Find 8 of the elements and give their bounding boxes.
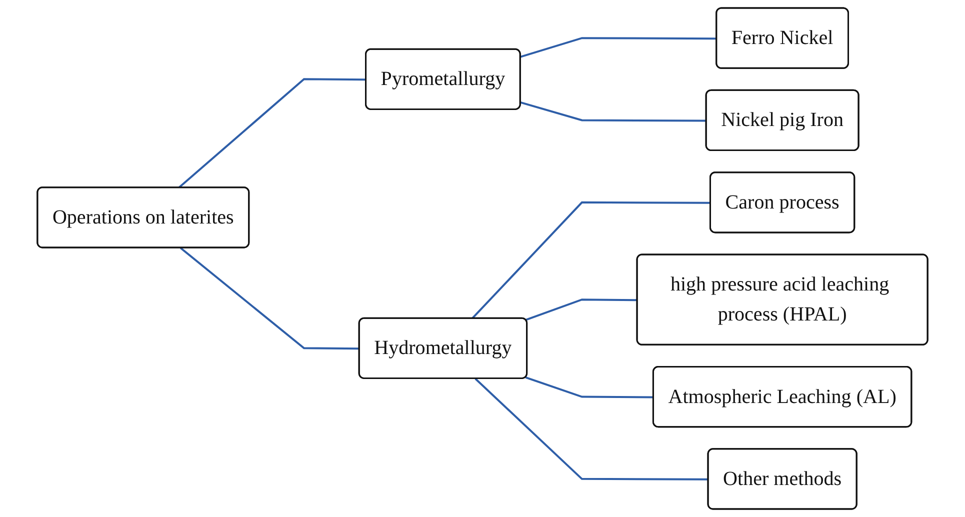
connector	[180, 247, 360, 350]
connector	[178, 78, 366, 189]
connector	[525, 298, 638, 321]
connector	[520, 37, 717, 58]
connector	[471, 201, 711, 320]
connector	[525, 376, 654, 398]
connector	[520, 102, 707, 122]
connector	[474, 378, 709, 480]
